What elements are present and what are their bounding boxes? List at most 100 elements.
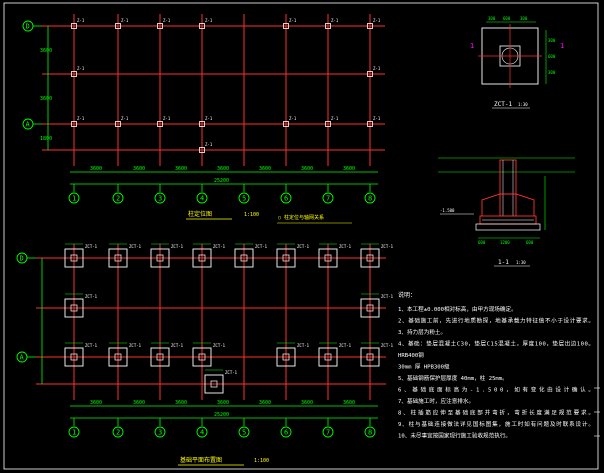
footing-column [70, 304, 78, 312]
column-marker [115, 121, 121, 127]
footing-outline [276, 347, 296, 367]
footing-column [198, 254, 206, 262]
footing-column [240, 254, 248, 262]
footing-column [114, 353, 122, 361]
footing-tag: ZCT-1 [225, 370, 238, 375]
column-marker [325, 121, 331, 127]
column-tag: Z-1 [163, 18, 171, 23]
column-marker [367, 23, 373, 29]
top-plan-title: 柱定位图 [188, 210, 212, 218]
top-axis-D: D [26, 23, 30, 31]
section-elev: -1.500 [440, 208, 455, 213]
footing-tag: ZCT-1 [85, 244, 98, 249]
top-dim-segment: 3600 [343, 166, 355, 172]
column-marker [199, 147, 205, 153]
svg-text:1200: 1200 [500, 240, 510, 245]
column-tag: Z-1 [373, 18, 381, 23]
bottom-axis-number: 7 [326, 429, 330, 437]
footing-column [156, 353, 164, 361]
footing-tag: ZCT-1 [129, 244, 142, 249]
top-axis-number: 4 [200, 195, 204, 203]
column-marker [283, 23, 289, 29]
footing-column [366, 353, 374, 361]
top-axis-number: 7 [326, 195, 330, 203]
footing-column [366, 254, 374, 262]
column-tag: Z-1 [289, 18, 297, 23]
notes-title: 说明： [398, 291, 416, 299]
column-marker [71, 71, 77, 77]
footing-column [324, 254, 332, 262]
top-dim-segment: 3600 [90, 166, 102, 172]
detail-scale: 1:30 [518, 102, 528, 107]
bottom-axis-number: 5 [242, 429, 246, 437]
footing-detail: 300 600 300 300 600 300 1 1 ZCT-1 1:30 [470, 16, 564, 109]
detail-title: ZCT-1 [494, 101, 512, 108]
svg-text:1: 1 [560, 42, 564, 50]
column-marker [199, 23, 205, 29]
bottom-axis-number: 2 [116, 429, 120, 437]
svg-text:600: 600 [503, 16, 511, 21]
top-axis-number: 3 [158, 195, 162, 203]
top-dim-segment: 3600 [301, 166, 313, 172]
section-scale: 1:30 [516, 260, 526, 265]
bottom-axis-number: 1 [72, 429, 76, 437]
footing-outline [360, 248, 380, 268]
bottom-dim-segment: 3600 [175, 400, 187, 406]
column-tag: Z-1 [205, 18, 213, 23]
bottom-axis-number: 6 [284, 429, 288, 437]
note-line: 1、本工程±0.000相对标高，由甲方现场确定。 [398, 305, 517, 313]
footing-outline [108, 347, 128, 367]
top-dim-segment: 3600 [217, 166, 229, 172]
note-line: 2、基础施工前，先进行地质勘探，地基承载力特征值不小于设计要求。 [398, 317, 594, 325]
footing-outline [318, 347, 338, 367]
svg-text:600: 600 [548, 54, 556, 59]
bottom-axis-A: A [20, 354, 25, 362]
footing-column [282, 353, 290, 361]
footing-tag: ZCT-1 [213, 343, 226, 348]
top-axis-number: 2 [116, 195, 120, 203]
bottom-dim-segment: 3600 [217, 400, 229, 406]
bottom-plan-title: 基础平面布置图 [180, 456, 222, 464]
right-edge-ticks [594, 387, 600, 437]
column-tag: Z-1 [77, 18, 85, 23]
note-line: 3、持力层为粉土。 [398, 328, 446, 336]
footing-outline [150, 248, 170, 268]
footing-column [198, 353, 206, 361]
footing-outline [64, 248, 84, 268]
top-axis-number: 8 [368, 195, 372, 203]
top-dim-segment: 3600 [259, 166, 271, 172]
footing-tag: ZCT-1 [297, 244, 310, 249]
top-axis-number: 1 [72, 195, 76, 203]
note-line: 9、柱与基础连接做法详见国标图集，施工时如有问题及时联系设计。 [398, 420, 594, 428]
footing-outline [192, 248, 212, 268]
top-axis-number: 5 [242, 195, 246, 203]
svg-text:300: 300 [548, 38, 556, 43]
column-tag: Z-1 [121, 18, 129, 23]
bottom-axis-D: D [20, 255, 24, 263]
svg-text:600: 600 [478, 240, 486, 245]
footing-outline [276, 248, 296, 268]
bottom-axis-number: 4 [200, 429, 204, 437]
column-tag: Z-1 [77, 66, 85, 71]
note-line: 6、基础底面标高为-1.500，如有变化由设计确认。 [398, 386, 594, 394]
design-notes: 说明： 1、本工程±0.000相对标高，由甲方现场确定。 2、基础施工前，先进行地… [398, 291, 594, 440]
top-plan-note: ○ 柱定位与轴网关系 [278, 214, 324, 221]
column-tag: Z-1 [289, 116, 297, 121]
top-dim-left-1: 3600 [40, 48, 52, 54]
column-tag: Z-1 [373, 66, 381, 71]
column-marker [325, 23, 331, 29]
footing-tag: ZCT-1 [339, 244, 352, 249]
bottom-plan-scale: 1:100 [254, 458, 269, 464]
top-dim-segment: 3600 [133, 166, 145, 172]
svg-text:1: 1 [470, 42, 474, 50]
footing-column [70, 353, 78, 361]
footing-outline [64, 347, 84, 367]
column-marker [71, 23, 77, 29]
footing-tag: ZCT-1 [129, 343, 142, 348]
footing-tag: ZCT-1 [255, 244, 268, 249]
svg-text:600: 600 [526, 240, 534, 245]
footing-tag: ZCT-1 [213, 244, 226, 249]
bottom-dim-segment: 3600 [301, 400, 313, 406]
column-marker [283, 121, 289, 127]
